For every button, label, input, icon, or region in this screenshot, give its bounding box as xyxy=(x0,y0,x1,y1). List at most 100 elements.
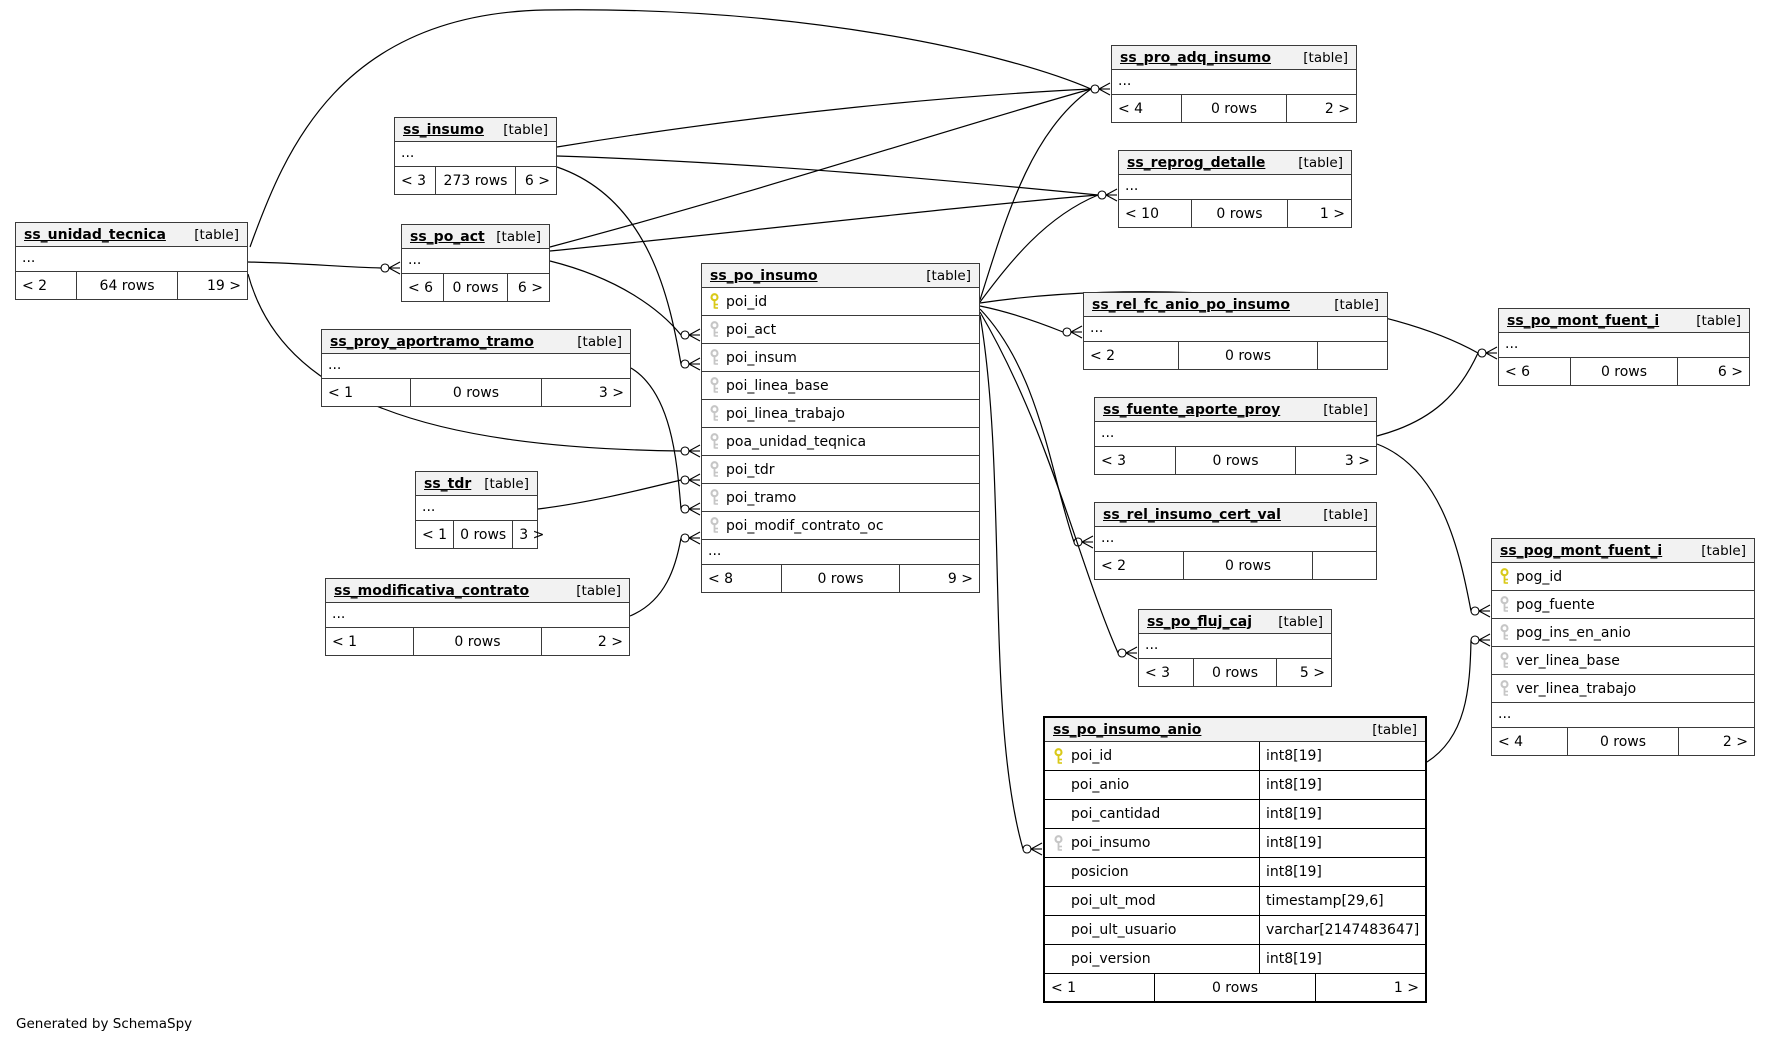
column-row-pog_ins_en_anio: pog_ins_en_anio xyxy=(1492,619,1754,647)
column-type: varchar[2147483647] xyxy=(1259,916,1425,944)
edge-ss_fuente_aporte_proy-to-ss_po_mont_fuent_i xyxy=(1376,352,1479,437)
children-count: 3 > xyxy=(598,384,624,401)
foreign-key-icon xyxy=(709,433,719,449)
column-name: pog_ins_en_anio xyxy=(1516,624,1631,641)
table-type-tag: [table] xyxy=(484,476,529,492)
children-count xyxy=(1313,552,1376,579)
parents-count: < 2 xyxy=(1090,347,1116,364)
table-type-tag: [table] xyxy=(1323,402,1368,418)
table-type-tag: [table] xyxy=(1323,507,1368,523)
crowsfoot-odot-endpoint xyxy=(1022,842,1043,856)
column-name: poi_anio xyxy=(1071,777,1130,793)
parents-count: < 3 xyxy=(401,172,427,189)
table-header: ss_reprog_detalle [table] xyxy=(1119,151,1351,175)
table-title-link[interactable]: ss_rel_fc_anio_po_insumo xyxy=(1092,297,1290,313)
column-type: timestamp[29,6] xyxy=(1259,887,1425,915)
column-name: poi_ult_usuario xyxy=(1071,922,1177,938)
edge-ss_tdr-to-ss_po_insumo-poi_tdr xyxy=(537,479,682,510)
table-header: ss_pro_adq_insumo[table] xyxy=(1112,46,1356,70)
column-name: ver_linea_trabajo xyxy=(1516,680,1637,697)
table-title-link[interactable]: ss_insumo xyxy=(403,122,484,138)
parents-count: < 8 xyxy=(708,570,734,587)
crowsfoot-odot-endpoint xyxy=(1097,188,1118,202)
table-type-tag: [table] xyxy=(1298,155,1343,171)
column-name: pog_id xyxy=(1516,568,1563,585)
column-name: poi_id xyxy=(726,293,768,310)
hidden-columns-ellipsis: ... xyxy=(395,142,556,167)
table-title-link[interactable]: ss_po_fluj_caj xyxy=(1147,614,1252,630)
hidden-columns-ellipsis: ... xyxy=(702,540,979,565)
table-title-link[interactable]: ss_unidad_tecnica xyxy=(24,227,166,243)
hidden-columns-ellipsis: ... xyxy=(1095,527,1376,552)
table-type-tag: [table] xyxy=(926,268,971,284)
parents-count: < 2 xyxy=(22,277,48,294)
children-count: 3 > xyxy=(1344,452,1370,469)
table-title-link[interactable]: ss_po_insumo xyxy=(710,268,818,284)
children-count: 9 > xyxy=(947,570,973,587)
crowsfoot-odot-endpoint xyxy=(1470,633,1491,647)
table-title-link[interactable]: ss_pog_mont_fuent_i xyxy=(1500,543,1663,559)
column-row-poi_linea_trabajo: poi_linea_trabajo xyxy=(702,400,979,428)
rows-count: 0 rows xyxy=(1566,728,1680,755)
table-header: ss_po_fluj_caj[table] xyxy=(1139,610,1331,634)
column-row-poi_id: poi_id xyxy=(702,288,979,316)
parents-count: < 1 xyxy=(422,526,448,543)
rows-count: 0 rows xyxy=(1570,358,1678,385)
table-title-link[interactable]: ss_fuente_aporte_proy xyxy=(1103,402,1281,418)
table-type-tag: [table] xyxy=(577,334,622,350)
edge-ss_po_act-to-ss_reprog_detalle xyxy=(549,194,1099,252)
column-row-ver_linea_base: ver_linea_base xyxy=(1492,647,1754,675)
column-type: int8[19] xyxy=(1259,800,1425,828)
column-name: poi_tdr xyxy=(726,461,775,478)
table-title-link[interactable]: ss_po_insumo_anio xyxy=(1053,722,1202,738)
hidden-columns-ellipsis: ... xyxy=(416,496,537,521)
rows-count: 0 rows xyxy=(1193,659,1277,686)
foreign-key-icon xyxy=(709,461,719,477)
table-title-link[interactable]: ss_tdr xyxy=(424,476,472,492)
edge-ss_insumo-to-ss_pro_adq_insumo xyxy=(556,88,1092,148)
hidden-columns-ellipsis: ... xyxy=(1084,317,1387,342)
children-count: 2 > xyxy=(1722,733,1749,750)
rows-count: 0 rows xyxy=(781,565,900,592)
parents-count: < 6 xyxy=(408,279,434,296)
edge-ss_po_act-to-ss_po_insumo-poi_act xyxy=(549,260,682,336)
table-title-link[interactable]: ss_reprog_detalle xyxy=(1127,155,1266,171)
rows-count: 64 rows xyxy=(76,272,178,299)
table-title-link[interactable]: ss_rel_insumo_cert_val xyxy=(1103,507,1281,523)
foreign-key-icon xyxy=(709,517,719,533)
foreign-key-icon xyxy=(1499,680,1509,696)
hidden-columns-ellipsis: ... xyxy=(1119,175,1351,200)
foreign-key-icon xyxy=(709,349,719,365)
table-title-link[interactable]: ss_po_mont_fuent_i xyxy=(1507,313,1660,329)
crowsfoot-odot-endpoint xyxy=(1090,82,1111,96)
rows-count: 0 rows xyxy=(1178,342,1319,369)
table-header: ss_pog_mont_fuent_i[table] xyxy=(1492,539,1754,563)
table-title-link[interactable]: ss_proy_aportramo_tramo xyxy=(330,334,534,350)
edge-ss_po_insumo-to-ss_rel_fc_anio_po_insumo xyxy=(979,305,1064,333)
table-title-link[interactable]: ss_pro_adq_insumo xyxy=(1120,50,1271,66)
parents-count: < 6 xyxy=(1505,363,1531,380)
hidden-columns-ellipsis: ... xyxy=(1492,703,1754,728)
table-title-link[interactable]: ss_modificativa_contrato xyxy=(334,583,530,599)
edge-ss_unidad_tecnica-to-ss_po_act xyxy=(247,261,382,269)
foreign-key-icon xyxy=(709,489,719,505)
column-type: int8[19] xyxy=(1259,858,1425,886)
table-header: ss_po_insumo_anio[table] xyxy=(1045,718,1425,742)
table-type-tag: [table] xyxy=(194,227,239,243)
children-count: 1 > xyxy=(1319,205,1345,222)
table-type-tag: [table] xyxy=(503,122,548,138)
table-title-link[interactable]: ss_po_act xyxy=(410,229,485,245)
